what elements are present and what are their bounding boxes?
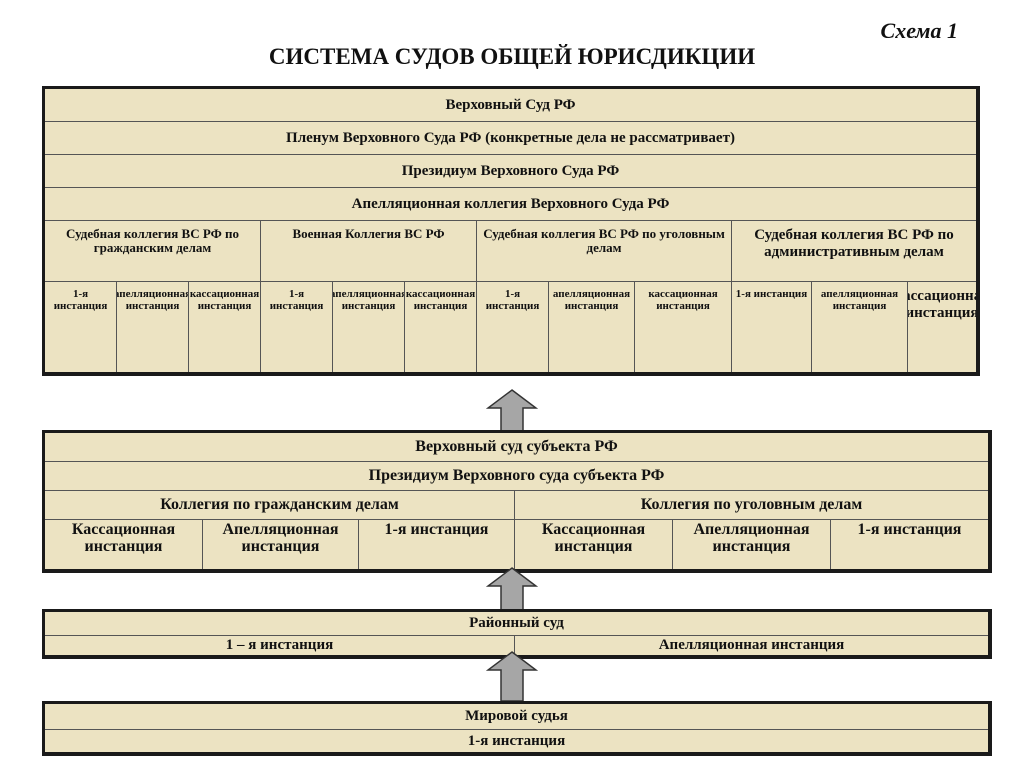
magistrate-row: Мировой судья bbox=[45, 704, 988, 730]
up-arrow-icon bbox=[486, 389, 538, 434]
instance-cell: Кассационная инстанция bbox=[45, 520, 203, 569]
instance-cell: кассационная инстанция bbox=[189, 282, 261, 372]
instance-cell: апелляционная инстанция bbox=[333, 282, 405, 372]
page-title: СИСТЕМА СУДОВ ОБЩЕЙ ЮРИСДИКЦИИ bbox=[268, 44, 756, 69]
instance-cell: кассационная инстанция bbox=[635, 282, 732, 372]
instance-cell: 1-я инстанция bbox=[857, 521, 962, 538]
collegium-civil: Судебная коллегия ВС РФ по гражданским д… bbox=[45, 221, 261, 281]
instance-cell: апелляционная инстанция bbox=[549, 282, 635, 372]
supreme-court-row: Верховный Суд РФ bbox=[45, 89, 976, 122]
instance-cell: кассационная инстанция bbox=[908, 288, 976, 321]
regional-court-block: Верховный суд субъекта РФ Президиум Верх… bbox=[42, 430, 992, 573]
supreme-court-name: Верховный Суд РФ bbox=[445, 96, 576, 113]
instance-cell: апелляционная инстанция bbox=[812, 282, 908, 372]
regional-instances-row: Кассационная инстанция Апелляционная инс… bbox=[45, 520, 988, 569]
magistrate-instance: 1-я инстанция bbox=[467, 732, 566, 749]
instance-cell: апелляционная инстанция bbox=[117, 282, 189, 372]
regional-presidium-label: Президиум Верховного суда субъекта РФ bbox=[368, 467, 665, 485]
presidium-label: Президиум Верховного Суда РФ bbox=[401, 162, 620, 179]
district-instances-row: 1 – я инстанция Апелляционная инстанция bbox=[45, 636, 988, 655]
collegium-military: Военная Коллегия ВС РФ bbox=[261, 221, 477, 281]
supreme-court-block: Верховный Суд РФ Пленум Верховного Суда … bbox=[42, 86, 980, 376]
regional-collegium-civil: Коллегия по гражданским делам bbox=[45, 491, 515, 519]
up-arrow-icon bbox=[486, 651, 538, 702]
appeal-collegium-row: Апелляционная коллегия Верховного Суда Р… bbox=[45, 188, 976, 221]
district-first-instance: 1 – я инстанция bbox=[45, 636, 515, 655]
scheme-label: Схема 1 bbox=[880, 18, 958, 43]
plenum-label: Пленум Верховного Суда РФ (конкретные де… bbox=[286, 129, 735, 146]
regional-collegia-row: Коллегия по гражданским делам Коллегия п… bbox=[45, 491, 988, 520]
regional-presidium-row: Президиум Верховного суда субъекта РФ bbox=[45, 462, 988, 491]
instance-cell: 1-я инстанция bbox=[359, 520, 515, 569]
presidium-row: Президиум Верховного Суда РФ bbox=[45, 155, 976, 188]
magistrate-name: Мировой судья bbox=[465, 708, 568, 725]
district-appeal-instance: Апелляционная инстанция bbox=[658, 637, 845, 654]
appeal-collegium-label: Апелляционная коллегия Верховного Суда Р… bbox=[351, 195, 670, 212]
regional-court-name: Верховный суд субъекта РФ bbox=[415, 438, 618, 456]
district-court-block: Районный суд 1 – я инстанция Апелляционн… bbox=[42, 609, 992, 659]
regional-collegium-criminal: Коллегия по уголовным делам bbox=[640, 496, 863, 514]
instances-row: 1-я инстанция апелляционная инстанция ка… bbox=[45, 282, 976, 372]
magistrate-block: Мировой судья 1-я инстанция bbox=[42, 701, 992, 756]
instance-cell: 1-я инстанция bbox=[732, 282, 812, 372]
instance-cell: 1-я инстанция bbox=[45, 282, 117, 372]
collegium-administrative: Судебная коллегия ВС РФ по административ… bbox=[754, 227, 954, 260]
district-court-row: Районный суд bbox=[45, 612, 988, 636]
magistrate-instance-row: 1-я инстанция bbox=[45, 730, 988, 752]
instance-cell: 1-я инстанция bbox=[261, 282, 333, 372]
collegia-row: Судебная коллегия ВС РФ по гражданским д… bbox=[45, 221, 976, 282]
instance-cell: Апелляционная инстанция bbox=[673, 520, 831, 569]
instance-cell: Апелляционная инстанция bbox=[203, 520, 359, 569]
up-arrow-icon bbox=[486, 567, 538, 612]
instance-cell: 1-я инстанция bbox=[477, 282, 549, 372]
regional-court-row: Верховный суд субъекта РФ bbox=[45, 433, 988, 462]
instance-cell: Кассационная инстанция bbox=[515, 520, 673, 569]
instance-cell: кассационная инстанция bbox=[405, 282, 477, 372]
district-court-name: Районный суд bbox=[469, 615, 564, 632]
plenum-row: Пленум Верховного Суда РФ (конкретные де… bbox=[45, 122, 976, 155]
collegium-criminal: Судебная коллегия ВС РФ по уголовным дел… bbox=[477, 221, 732, 281]
